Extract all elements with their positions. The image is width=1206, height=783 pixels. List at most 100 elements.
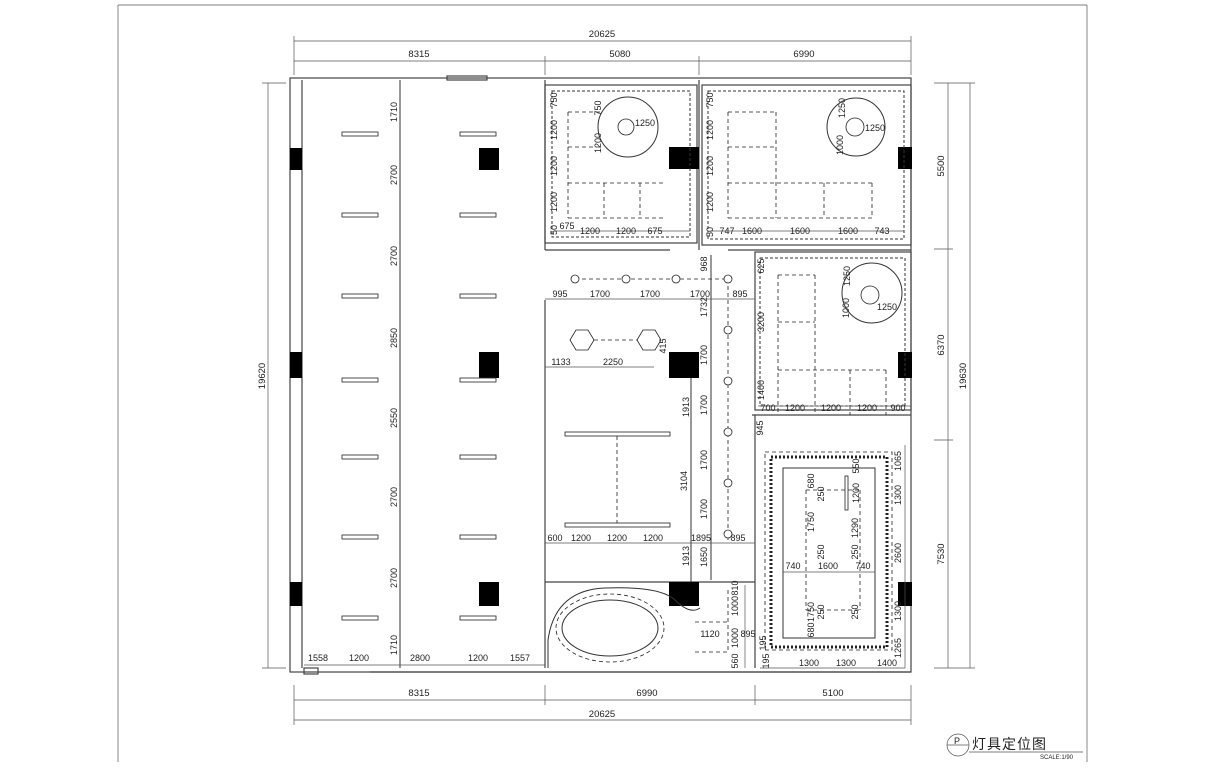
linear-lamp [341, 454, 379, 460]
dimension-label: 1700 [590, 289, 610, 299]
linear-lamp [459, 293, 497, 299]
dimension-label: 1200 [607, 533, 627, 543]
dimension-label: 550 [851, 458, 861, 473]
dimension-label: 625 [756, 258, 766, 273]
linear-lamp [341, 131, 379, 137]
dimension-label: 1300 [836, 658, 856, 668]
downlight-icon [723, 274, 733, 284]
dimension-label: 895 [732, 289, 747, 299]
dimension-label: 1200 [549, 120, 559, 140]
dimension-label: 1700 [699, 345, 709, 365]
dimension-label: 1732 [699, 297, 709, 317]
dimension-label: 743 [874, 226, 889, 236]
sheet-frame [117, 4, 1088, 762]
linear-lamp [459, 615, 497, 621]
dimension-label: 895 [740, 629, 755, 639]
dimension-label: 895 [730, 533, 745, 543]
dimension-label: 1000 [841, 298, 851, 318]
dimension-label: 8315 [408, 49, 429, 60]
dimension-label: 1600 [818, 561, 838, 571]
dimension-label: 1200 [349, 653, 369, 663]
dimension-label: 1600 [742, 226, 762, 236]
dimension-label: 1750 [806, 602, 816, 622]
dimension-label: 1200 [821, 403, 841, 413]
dimension-label: 1895 [691, 533, 711, 543]
dimension-label: 1400 [756, 380, 766, 400]
dimension-label: 250 [816, 486, 826, 501]
dimension-label: 900 [890, 403, 905, 413]
dimension-label: 2250 [603, 357, 623, 367]
dimension-label: 750 [549, 92, 559, 107]
linear-lamp [341, 212, 379, 218]
dimension-label: 2700 [389, 246, 399, 266]
dimension-label: 5080 [609, 49, 630, 60]
dimension-label: 3200 [756, 312, 766, 332]
dimension-label: 7530 [936, 543, 947, 564]
dimension-label: 1200 [549, 192, 559, 212]
dimension-label: 1200 [580, 226, 600, 236]
linear-lamp [341, 534, 379, 540]
dimension-label: 1700 [699, 499, 709, 519]
dimension-label: 1200 [549, 156, 559, 176]
dimension-label: 20625 [589, 29, 615, 40]
dimension-label: 2700 [389, 487, 399, 507]
dimension-label: 560 [730, 653, 740, 668]
downlight-icon [723, 529, 733, 539]
dimension-label: 1200 [851, 483, 861, 503]
downlight-icon [723, 427, 733, 437]
dimension-label: 1700 [690, 289, 710, 299]
dimension-label: 1600 [838, 226, 858, 236]
downlight-icon [723, 325, 733, 335]
dimension-label: 675 [559, 221, 574, 231]
walls [289, 75, 912, 675]
dimension-label: 1700 [640, 289, 660, 299]
linear-lamp [459, 377, 497, 383]
linear-lamp [459, 212, 497, 218]
dimension-label: 750 [705, 92, 715, 107]
dimension-label: 740 [785, 561, 800, 571]
dimension-label: 747 [719, 226, 734, 236]
dimension-label: 1200 [785, 403, 805, 413]
downlight-icon [621, 274, 631, 284]
dimension-label: 1000 [730, 596, 740, 616]
dimension-label: 1065 [893, 451, 903, 471]
dimension-label: 1200 [705, 120, 715, 140]
dimension-label: 1200 [705, 156, 715, 176]
dimension-label: 250 [816, 604, 826, 619]
linear-lamp [459, 454, 497, 460]
dimension-label: 1300 [893, 601, 903, 621]
dimension-label: 1133 [551, 357, 570, 367]
dimension-label: 1200 [705, 192, 715, 212]
dimension-label: 1250 [635, 118, 655, 128]
dimension-label: 5100 [822, 688, 843, 699]
room4-ceiling [760, 445, 906, 669]
dimension-label: 250 [850, 604, 860, 619]
room2-ceiling [707, 90, 905, 240]
dimension-label: 19630 [958, 363, 969, 389]
dimension-label: 968 [699, 256, 709, 271]
linear-lamp [341, 615, 379, 621]
linear-lamp [459, 131, 497, 137]
dimension-label: 810 [730, 580, 740, 595]
dimension-label: 5500 [936, 155, 947, 176]
downlight-icon [671, 274, 681, 284]
dimension-label: 1000 [835, 135, 845, 155]
dimension-label: 1710 [389, 635, 399, 655]
linear-lamp [341, 293, 379, 299]
drawing-title: 灯具定位图 [972, 737, 1047, 753]
dimension-label: 600 [547, 533, 562, 543]
downlight-icon [570, 274, 580, 284]
dimension-label: 750 [593, 100, 603, 115]
dimension-label: 1250 [837, 98, 847, 118]
dimension-label: 1200 [468, 653, 488, 663]
dimension-label: 1200 [571, 533, 591, 543]
dimension-label: 995 [552, 289, 567, 299]
dimension-label: 1290 [850, 518, 860, 538]
dimension-label: 1200 [593, 133, 603, 153]
room1-ceiling [551, 90, 691, 238]
linear-lamp [459, 534, 497, 540]
dimension-label: 1250 [842, 266, 852, 286]
downlight-icon [723, 478, 733, 488]
room3-ceiling [758, 257, 911, 415]
dimension-label: 1300 [799, 658, 819, 668]
